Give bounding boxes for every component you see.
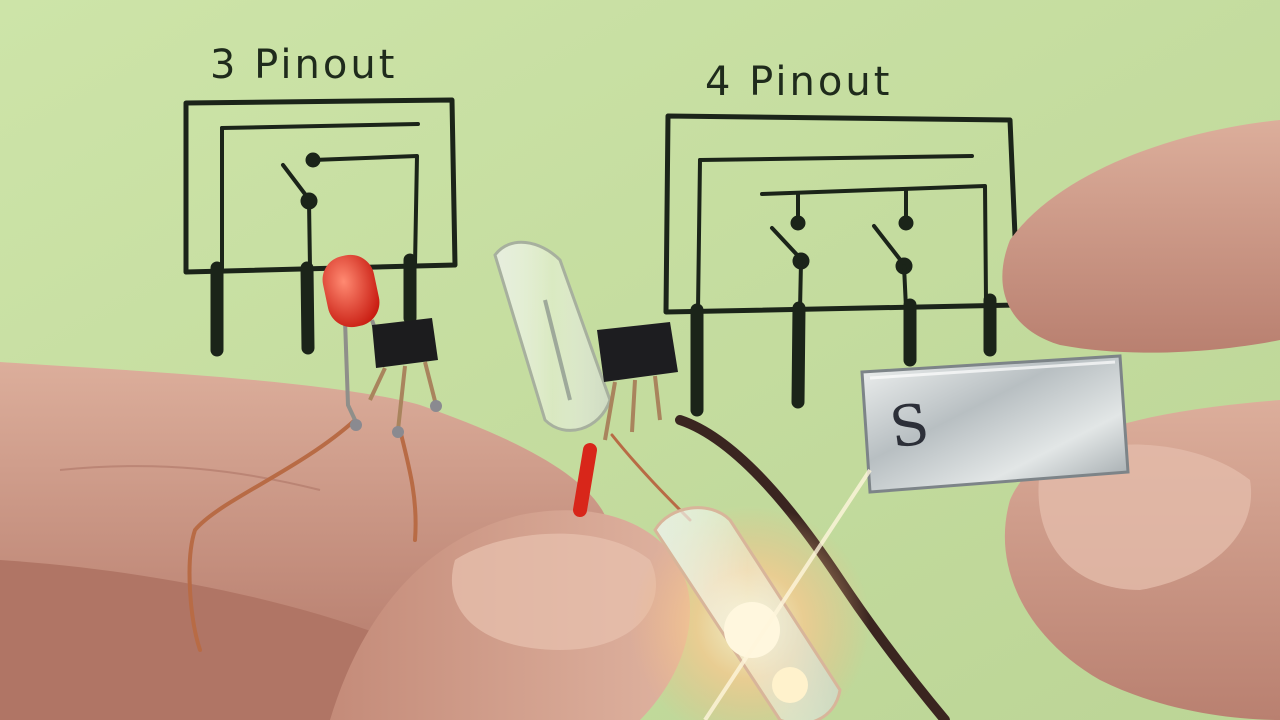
left-pinout-diagram	[183, 97, 458, 357]
reed-switch-glowing	[630, 468, 872, 720]
right-diagram-label: 4 Pinout	[705, 59, 892, 105]
magnet: S	[860, 354, 1130, 494]
middle-transistor	[597, 322, 678, 441]
right-pinout-diagram	[663, 113, 1021, 417]
magnet-mark: S	[886, 392, 933, 462]
right-hand	[1002, 120, 1280, 720]
left-diagram-label: 3 Pinout	[210, 42, 397, 88]
middle-thumb	[330, 510, 690, 720]
left-transistor	[372, 318, 438, 368]
left-circuit	[322, 254, 442, 438]
led	[322, 254, 380, 328]
